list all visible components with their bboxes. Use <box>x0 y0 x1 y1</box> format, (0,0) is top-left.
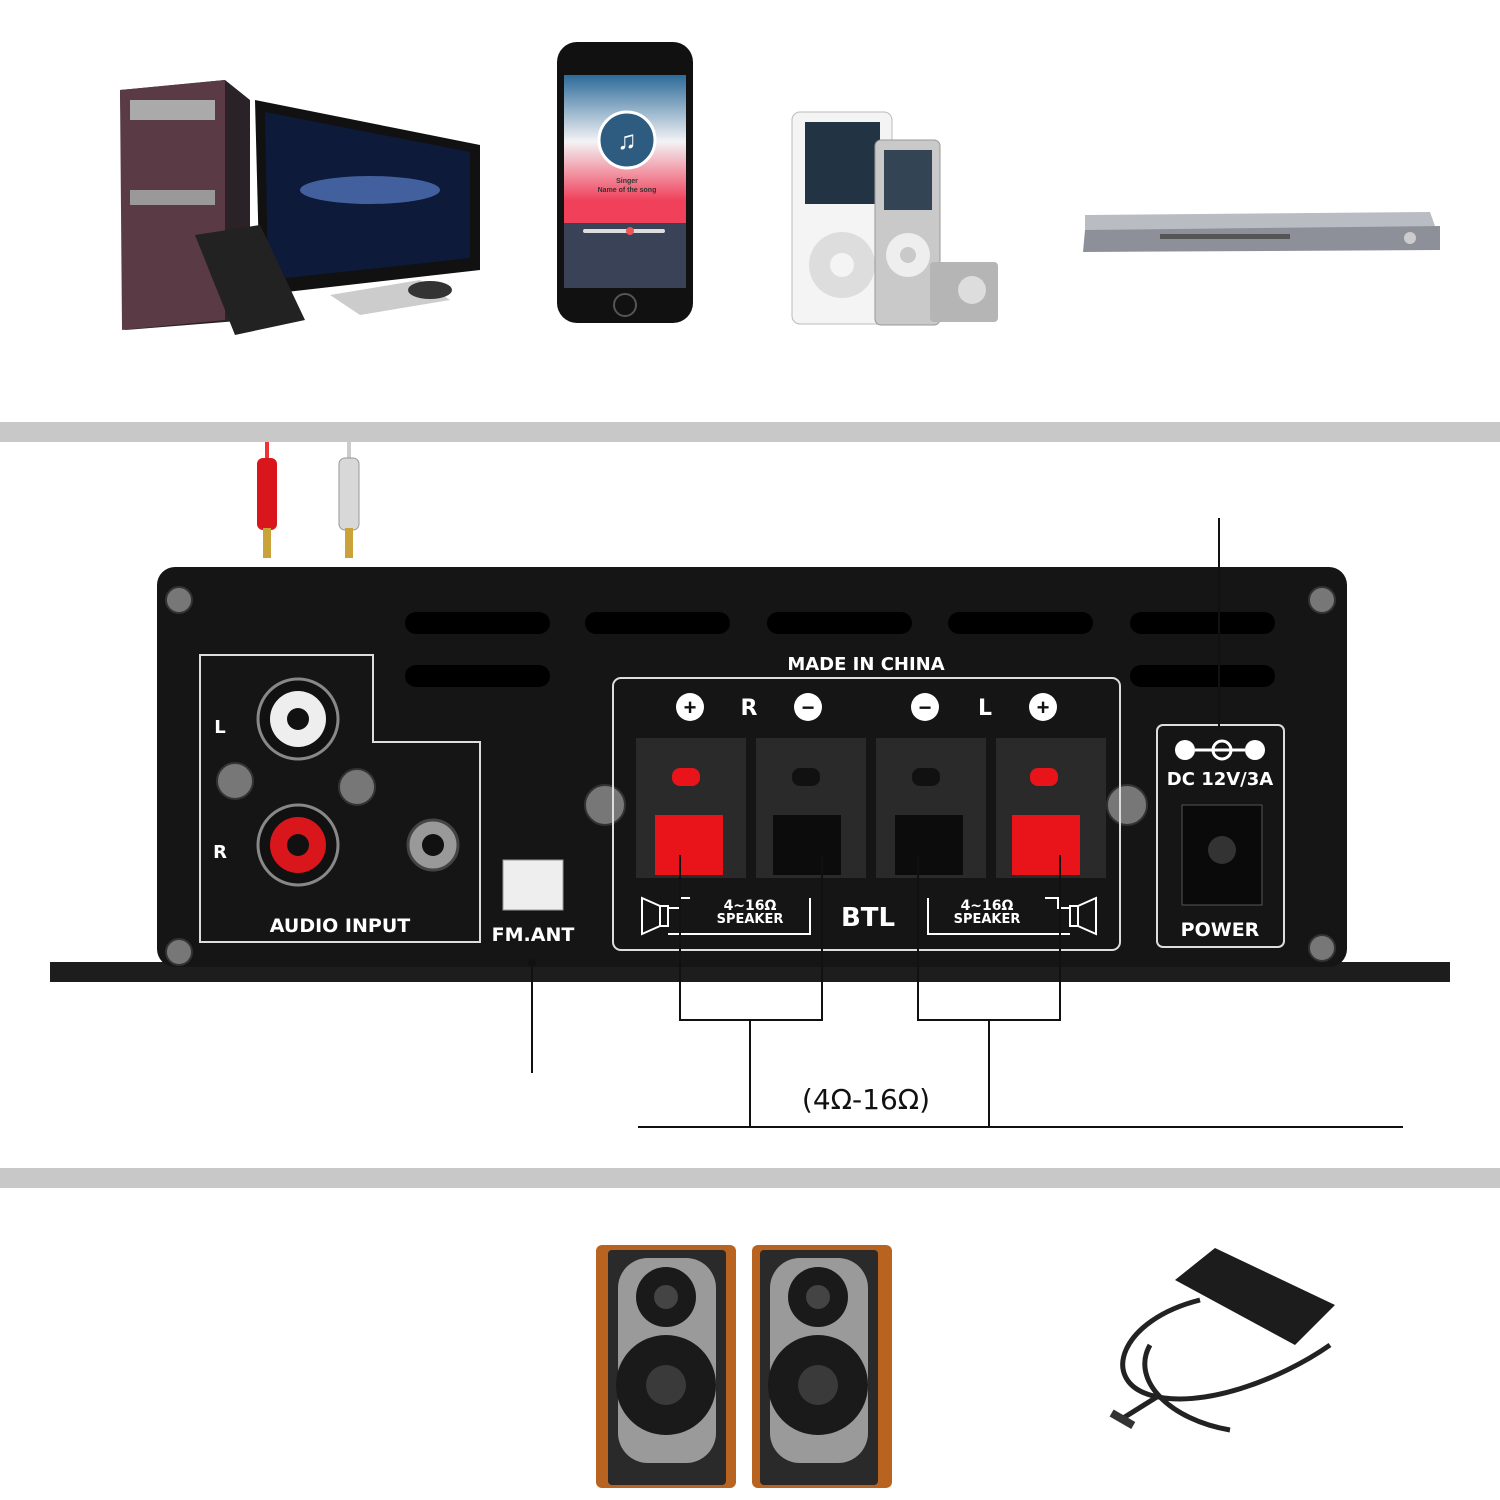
left-speaker-impedance: 4~16Ω <box>724 898 777 914</box>
phone-song-text: Name of the song <box>598 187 657 194</box>
impedance-range-label: (4Ω-16Ω) <box>802 1083 930 1116</box>
separator-band-top <box>0 422 1500 442</box>
fm-ant-label: FM.ANT <box>492 924 575 946</box>
terminal-minus-icon: − <box>911 693 939 721</box>
bookshelf-speakers-image <box>596 1245 892 1488</box>
terminal-plus-icon: + <box>676 693 704 721</box>
phone-artist-text: Singer <box>616 178 638 185</box>
input-r-label: R <box>213 842 227 863</box>
svg-text:−: − <box>802 695 815 720</box>
terminal-minus-icon: − <box>794 693 822 721</box>
dvd-player-image <box>1083 212 1440 252</box>
svg-text:+: + <box>684 695 697 720</box>
input-l-label: L <box>214 717 225 738</box>
made-in-china-label: MADE IN CHINA <box>787 654 944 675</box>
speaker-symbol-icon <box>927 896 1097 936</box>
dc-polarity-icon <box>1175 739 1265 761</box>
left-speaker-label: SPEAKER <box>717 912 784 927</box>
connection-lines <box>528 518 1403 1128</box>
mp3-players-image <box>791 111 998 326</box>
channel-l-label: L <box>978 696 992 721</box>
power-label: POWER <box>1181 919 1260 941</box>
rca-cable-plugs-image <box>257 442 360 558</box>
separator-band-bottom <box>0 1168 1500 1188</box>
music-note-icon <box>597 110 657 170</box>
btl-label: BTL <box>841 903 895 933</box>
smartphone-image: ♫ Singer Name of the song <box>557 42 693 323</box>
svg-text:+: + <box>1037 695 1050 720</box>
right-speaker-impedance: 4~16Ω <box>961 898 1014 914</box>
home-button-icon <box>613 293 637 317</box>
terminal-plus-icon: + <box>1029 693 1057 721</box>
desktop-computer-image <box>120 80 480 335</box>
channel-r-label: R <box>741 696 758 721</box>
right-speaker-label: SPEAKER <box>954 912 1021 927</box>
amplifier-rear-panel <box>50 567 1450 982</box>
svg-text:−: − <box>919 695 932 720</box>
power-adapter-image <box>1109 1248 1335 1433</box>
dc-rating-label: DC 12V/3A <box>1167 769 1273 790</box>
audio-input-label: AUDIO INPUT <box>270 915 410 937</box>
svg-text:♫: ♫ <box>617 125 637 155</box>
